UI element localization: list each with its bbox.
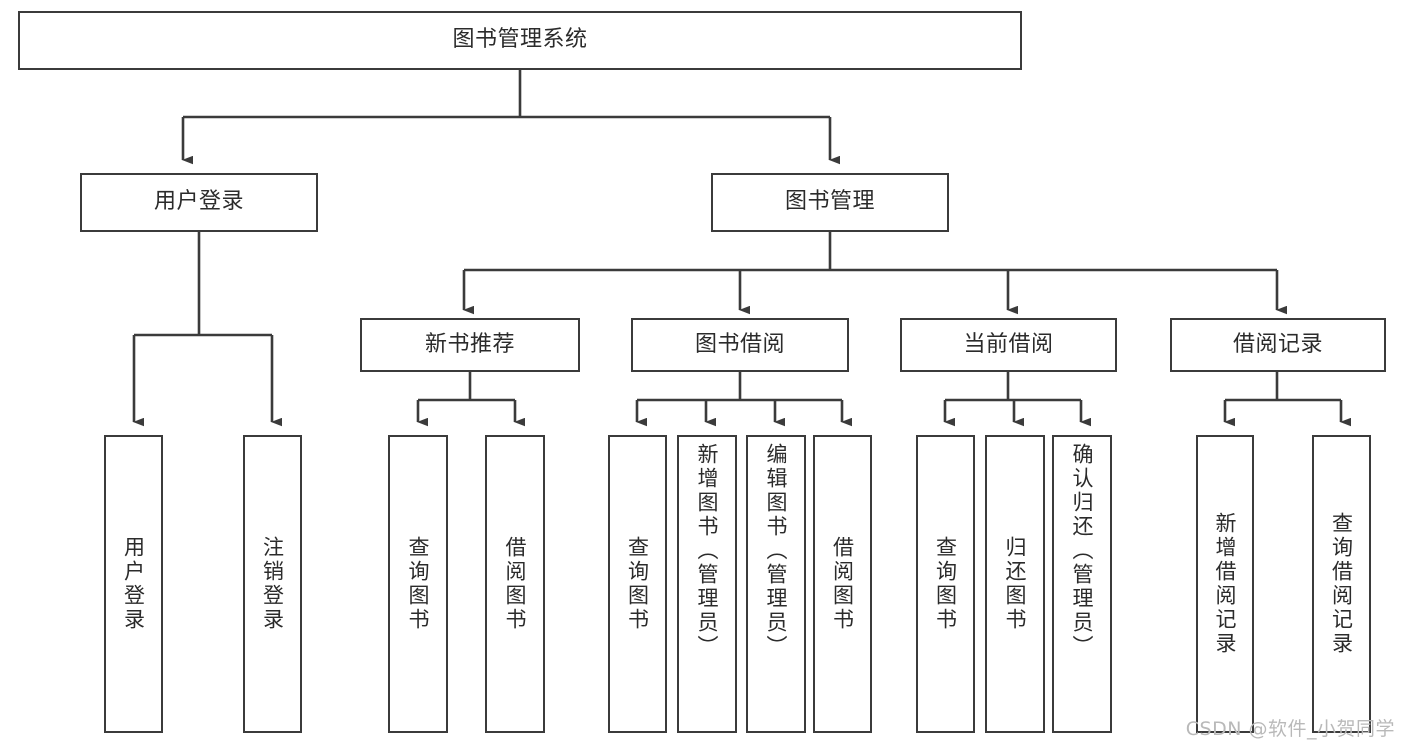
node-current-borrow[interactable]: 当前借阅 — [900, 318, 1117, 372]
connector-user-login-to-leaves — [132, 232, 282, 427]
connector-current-borrow-to-leaves — [943, 372, 1091, 427]
leaf-book-borrow-edit-book-admin[interactable]: 编辑图书（管理员） — [746, 435, 806, 733]
node-label: 借阅图书 — [503, 536, 528, 632]
node-user-login[interactable]: 用户登录 — [80, 173, 318, 232]
node-book-borrow[interactable]: 图书借阅 — [631, 318, 849, 372]
connector-root-to-level1 — [181, 70, 840, 165]
node-label: 新书推荐 — [424, 331, 515, 357]
leaf-current-borrow-query-book[interactable]: 查询图书 — [916, 435, 975, 733]
leaf-current-borrow-return-book[interactable]: 归还图书 — [985, 435, 1045, 733]
leaf-new-book-borrow-book[interactable]: 借阅图书 — [485, 435, 545, 733]
node-label: 归还图书 — [1003, 536, 1028, 632]
connector-book-manage-to-level2 — [462, 232, 1287, 315]
leaf-current-borrow-confirm-return-admin[interactable]: 确认归还（管理员） — [1052, 435, 1112, 733]
connector-borrow-record-to-leaves — [1223, 372, 1351, 427]
node-label: 新增图书（管理员） — [695, 443, 720, 659]
node-label: 编辑图书（管理员） — [764, 443, 789, 659]
node-label: 当前借阅 — [963, 331, 1054, 357]
leaf-book-borrow-borrow-book[interactable]: 借阅图书 — [813, 435, 872, 733]
node-label: 图书借阅 — [694, 331, 785, 357]
node-label: 图书管理系统 — [452, 27, 588, 53]
leaf-user-login-logout[interactable]: 注销登录 — [243, 435, 302, 733]
leaf-user-login-login[interactable]: 用户登录 — [104, 435, 163, 733]
node-label: 新增借阅记录 — [1213, 512, 1238, 656]
watermark-text: CSDN @软件_小贺同学 — [1185, 718, 1395, 740]
node-root-system[interactable]: 图书管理系统 — [18, 11, 1022, 70]
node-label: 查询图书 — [406, 536, 431, 632]
node-borrow-record[interactable]: 借阅记录 — [1170, 318, 1386, 372]
node-label: 用户登录 — [153, 189, 244, 215]
node-book-management[interactable]: 图书管理 — [711, 173, 949, 232]
leaf-borrow-record-add-record[interactable]: 新增借阅记录 — [1196, 435, 1254, 733]
node-label: 确认归还（管理员） — [1070, 443, 1095, 659]
leaf-new-book-query-book[interactable]: 查询图书 — [388, 435, 448, 733]
leaf-borrow-record-query-record[interactable]: 查询借阅记录 — [1312, 435, 1371, 733]
node-label: 查询图书 — [625, 536, 650, 632]
connector-new-book-to-leaves — [416, 372, 525, 427]
node-label: 借阅图书 — [830, 536, 855, 632]
node-new-book-recommend[interactable]: 新书推荐 — [360, 318, 580, 372]
node-label: 借阅记录 — [1232, 331, 1323, 357]
connector-book-borrow-to-leaves — [635, 372, 852, 427]
node-label: 图书管理 — [784, 189, 875, 215]
node-label: 用户登录 — [121, 536, 146, 632]
node-label: 查询图书 — [933, 536, 958, 632]
node-label: 注销登录 — [260, 536, 285, 632]
leaf-book-borrow-add-book-admin[interactable]: 新增图书（管理员） — [677, 435, 737, 733]
node-label: 查询借阅记录 — [1329, 512, 1354, 656]
leaf-book-borrow-query-book[interactable]: 查询图书 — [608, 435, 667, 733]
